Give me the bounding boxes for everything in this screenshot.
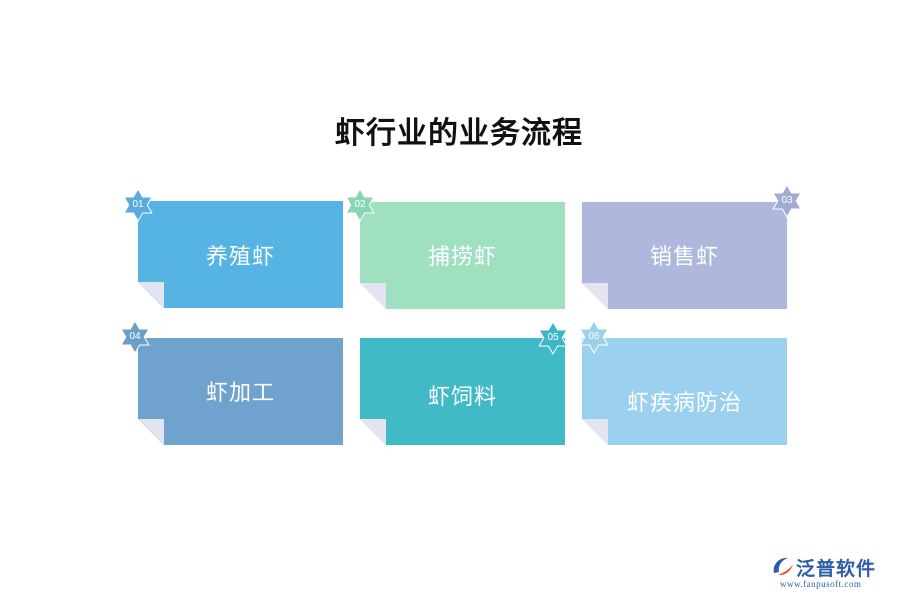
brand-url: www.fanpusoft.com (780, 579, 862, 589)
step-card-2-panel (360, 202, 565, 309)
page-fold-corner (360, 419, 386, 445)
step-card-2: 捕捞虾 (360, 202, 565, 309)
step-card-3: 销售虾 (582, 202, 787, 309)
step-label: 养殖虾 (205, 245, 275, 270)
step-number: 06 (588, 331, 600, 342)
step-badge-5: 05 (536, 321, 570, 355)
step-badge-2: 02 (343, 188, 377, 222)
step-number: 05 (547, 332, 559, 343)
step-number: 01 (132, 199, 144, 210)
star-badge-shape (579, 320, 609, 354)
star-badge-icon (345, 188, 375, 222)
step-card-1: 养殖虾 (138, 201, 343, 308)
step-label: 捕捞虾 (427, 245, 497, 270)
step-badge-3: 03 (770, 184, 804, 218)
step-card-1-panel (138, 201, 343, 308)
step-card-6: 虾疾病防治 (582, 338, 787, 445)
step-card-3-panel (582, 202, 787, 309)
step-label: 虾加工 (205, 381, 275, 406)
star-badge-shape (772, 184, 802, 218)
diagram-title: 虾行业的业务流程 (335, 116, 583, 151)
page-fold-corner (582, 283, 608, 309)
step-label: 销售虾 (649, 245, 719, 270)
star-badge-shape (345, 188, 375, 222)
page-fold-corner (582, 419, 608, 445)
star-badge-icon (120, 320, 150, 354)
star-badge-shape (120, 320, 150, 354)
step-badge-4: 04 (118, 320, 152, 354)
page-fold-corner (360, 283, 386, 309)
star-badge-shape (538, 321, 568, 355)
step-number: 02 (354, 199, 366, 210)
star-badge-icon (538, 321, 568, 355)
step-card-5: 虾饲料 (360, 338, 565, 445)
step-number: 04 (129, 331, 141, 342)
star-badge-shape (123, 188, 153, 222)
brand-name: 泛普软件 (796, 558, 877, 580)
star-badge-icon (123, 188, 153, 222)
star-badge-icon (772, 184, 802, 218)
page-fold-corner (138, 419, 164, 445)
step-label: 虾饲料 (427, 385, 497, 410)
step-number: 03 (781, 195, 793, 206)
step-card-6-panel (582, 338, 787, 445)
step-card-5-panel (360, 338, 565, 445)
step-card-4-panel (138, 338, 343, 445)
step-badge-6: 06 (577, 320, 611, 354)
step-card-4: 虾加工 (138, 338, 343, 445)
step-badge-1: 01 (121, 188, 155, 222)
page-fold-corner (138, 282, 164, 308)
star-badge-icon (579, 320, 609, 354)
brand-logo-icon (773, 557, 793, 576)
brand-logo-swirl-accent (778, 564, 793, 576)
brand-logo-swirl (773, 557, 788, 573)
brand-logo: 泛普软件 www.fanpusoft.com (770, 552, 894, 596)
step-label: 虾疾病防治 (626, 391, 742, 416)
